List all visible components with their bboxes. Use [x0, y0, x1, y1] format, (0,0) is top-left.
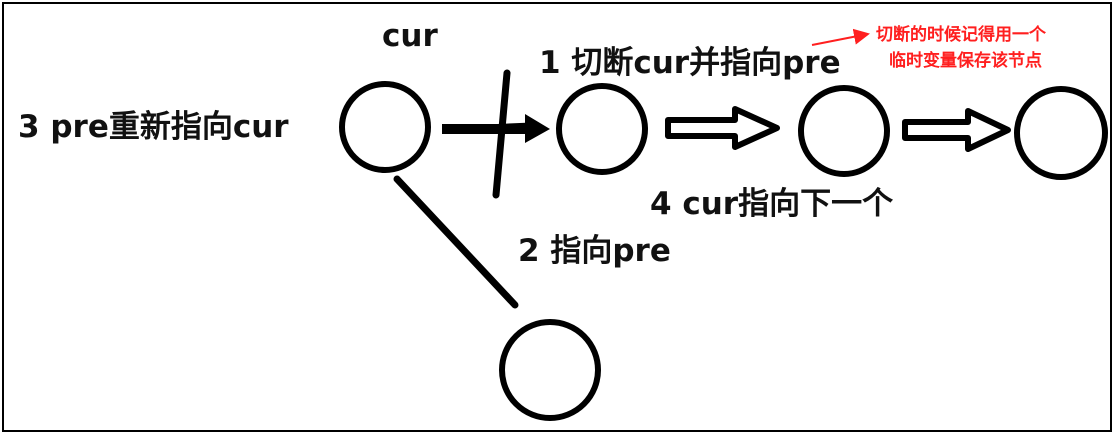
next-node-1	[556, 83, 648, 175]
next-node-2	[798, 85, 890, 177]
step-4-label: 4 cur指向下一个	[650, 186, 893, 222]
link-arrow-2	[902, 108, 1011, 152]
step-2-label: 2 指向pre	[518, 233, 671, 269]
temp-node-note-line-1: 切断的时候记得用一个	[876, 24, 1047, 45]
temp-node-note-line-2: 临时变量保存该节点	[889, 50, 1042, 71]
pre-link-line	[393, 175, 519, 309]
step-3-label: 3 pre重新指向cur	[18, 109, 289, 145]
cut-mark-vertical	[492, 69, 511, 199]
cur-label: cur	[382, 18, 438, 54]
next-node-3	[1014, 86, 1108, 180]
cur-node	[339, 81, 431, 173]
cut-mark-horizontal	[460, 122, 536, 133]
note-arrow	[811, 28, 870, 46]
step-1-label: 1 切断cur并指向pre	[539, 45, 841, 81]
link-arrow-1	[665, 106, 780, 150]
pre-node	[499, 319, 601, 421]
